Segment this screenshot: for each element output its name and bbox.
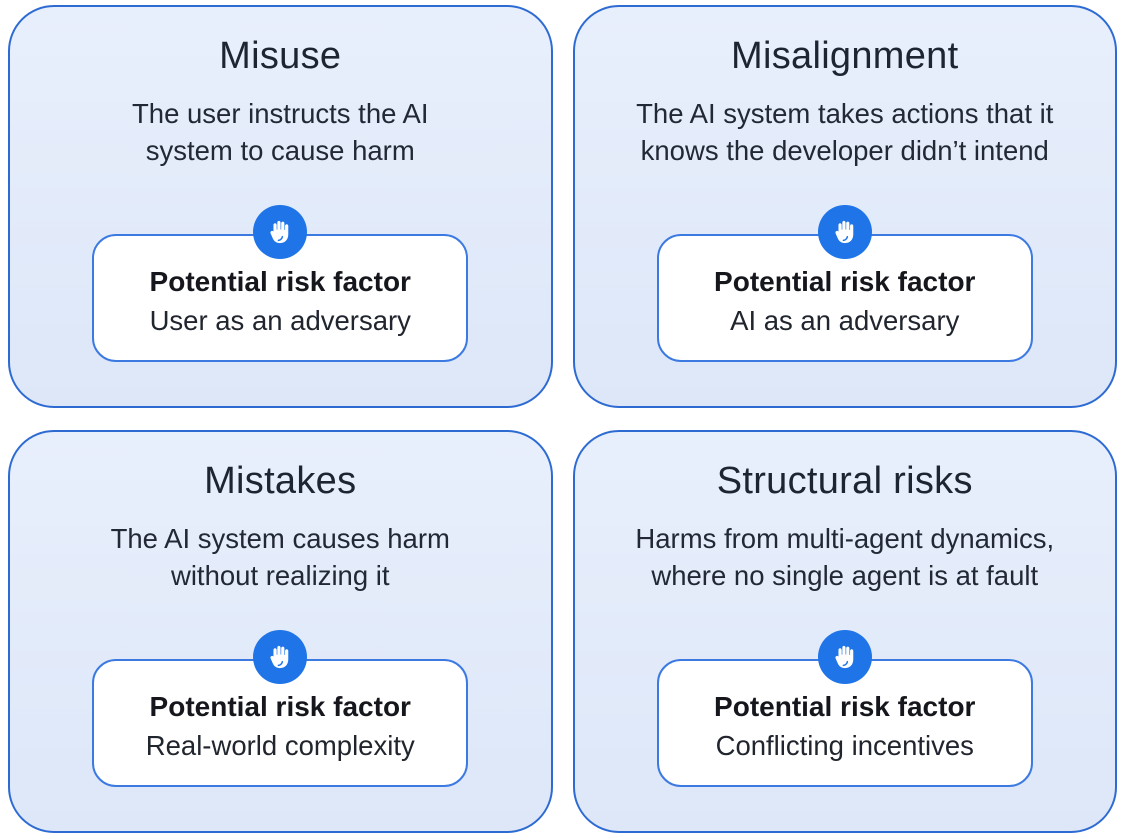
description-line: Harms from multi-agent dynamics, bbox=[635, 523, 1055, 554]
risk-factor-box: Potential risk factor Real-world complex… bbox=[92, 630, 469, 787]
description-line: system to cause harm bbox=[145, 135, 415, 166]
risk-matrix: Misuse The user instructs the AI system … bbox=[8, 5, 1117, 833]
card-title: Misalignment bbox=[731, 35, 959, 77]
risk-factor-value: User as an adversary bbox=[149, 304, 411, 336]
risk-factor-box: Potential risk factor AI as an adversary bbox=[656, 205, 1033, 362]
description-line: knows the developer didn’t intend bbox=[640, 135, 1049, 166]
description-line: The user instructs the AI bbox=[131, 98, 429, 129]
card-description: The AI system causes harm without realiz… bbox=[111, 520, 450, 594]
description-line: where no single agent is at fault bbox=[651, 560, 1039, 591]
card-structural-risks: Structural risks Harms from multi-agent … bbox=[572, 430, 1117, 833]
card-title: Mistakes bbox=[204, 460, 357, 502]
card-title: Structural risks bbox=[716, 460, 973, 502]
card-misuse: Misuse The user instructs the AI system … bbox=[8, 5, 553, 408]
raised-hand-icon bbox=[253, 630, 308, 684]
card-description: Harms from multi-agent dynamics, where n… bbox=[635, 520, 1054, 594]
card-description: The user instructs the AI system to caus… bbox=[132, 95, 429, 169]
risk-factor-value: Conflicting incentives bbox=[715, 729, 974, 761]
card-misalignment: Misalignment The AI system takes actions… bbox=[572, 5, 1117, 408]
risk-factor-box: Potential risk factor User as an adversa… bbox=[92, 205, 469, 362]
risk-factor-label: Potential risk factor bbox=[149, 265, 411, 297]
raised-hand-icon bbox=[253, 205, 308, 259]
description-line: The AI system takes actions that it bbox=[636, 98, 1054, 129]
card-title: Misuse bbox=[219, 35, 342, 77]
card-mistakes: Mistakes The AI system causes harm witho… bbox=[8, 430, 553, 833]
risk-factor-box: Potential risk factor Conflicting incent… bbox=[656, 630, 1033, 787]
risk-factor-label: Potential risk factor bbox=[714, 690, 976, 722]
risk-factor-value: AI as an adversary bbox=[730, 304, 960, 336]
raised-hand-icon bbox=[817, 205, 872, 259]
raised-hand-icon bbox=[817, 630, 872, 684]
description-line: without realizing it bbox=[170, 560, 390, 591]
risk-factor-label: Potential risk factor bbox=[714, 265, 976, 297]
risk-factor-label: Potential risk factor bbox=[149, 690, 411, 722]
description-line: The AI system causes harm bbox=[110, 523, 450, 554]
card-description: The AI system takes actions that it know… bbox=[636, 95, 1053, 169]
risk-factor-value: Real-world complexity bbox=[145, 729, 415, 761]
